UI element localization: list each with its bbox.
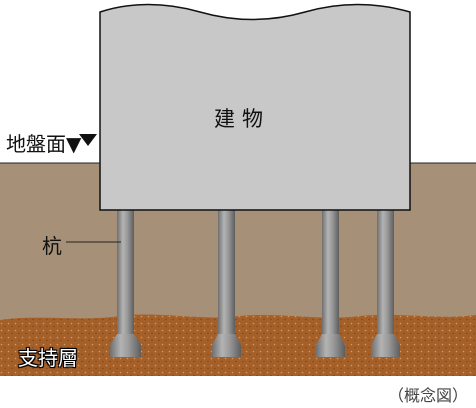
building: [99, 3, 411, 211]
pile-1: [110, 208, 141, 357]
pile-label: 杭: [42, 234, 62, 258]
bearing-layer-label: 支持層: [18, 346, 78, 370]
pile-4: [371, 208, 400, 357]
building-label: 建物: [214, 107, 270, 131]
pile-2: [212, 208, 241, 357]
pile-3: [316, 208, 345, 357]
ground-marker-icon: [79, 134, 97, 146]
diagram-note: （概念図）: [387, 386, 468, 405]
piles: [110, 208, 400, 357]
ground-surface-label: 地盤面▼: [6, 132, 82, 156]
